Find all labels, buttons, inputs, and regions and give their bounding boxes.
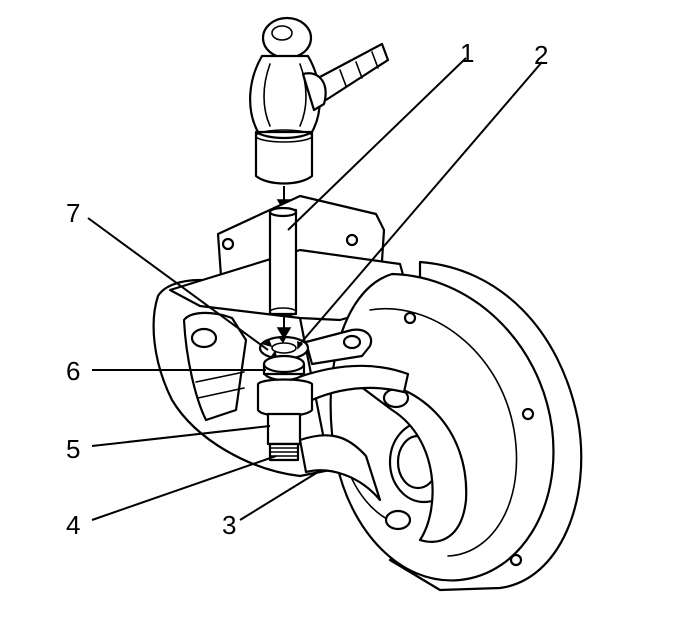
punch-tool <box>268 206 298 317</box>
callout-leader-3 <box>239 471 319 521</box>
callout-leader-1 <box>287 57 467 231</box>
callout-2: 2 <box>534 40 548 70</box>
callout-5: 5 <box>66 434 80 464</box>
hammer-icon <box>249 16 390 185</box>
pivot-pin-assembly <box>256 335 314 462</box>
callout-leader-4 <box>91 455 277 521</box>
callout-4: 4 <box>66 510 80 540</box>
callout-leader-7 <box>87 217 269 351</box>
callout-7: 7 <box>66 198 80 228</box>
callout-6: 6 <box>66 356 80 386</box>
callout-leader-5 <box>91 425 271 447</box>
strike-arrow-bottom <box>276 316 292 340</box>
callout-3: 3 <box>222 510 236 540</box>
brake-backing-housing <box>152 194 583 592</box>
callout-1: 1 <box>460 38 474 68</box>
callout-leader-2 <box>299 61 543 345</box>
